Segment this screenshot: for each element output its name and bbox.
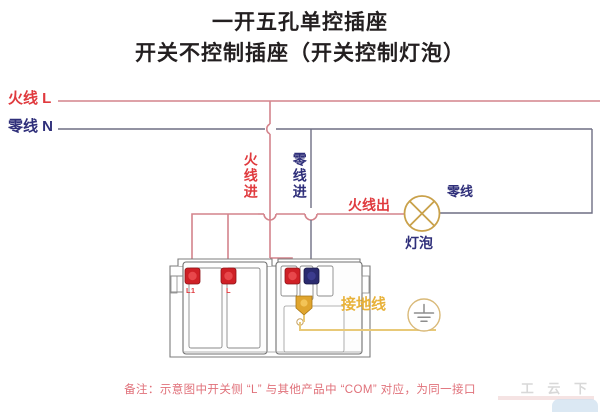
ground-wire xyxy=(299,322,436,331)
terminal-l-screw xyxy=(224,271,233,281)
terminal-socket-neutral-screw xyxy=(307,271,316,281)
label-neutral-in: 零线进 xyxy=(291,152,308,200)
terminal-switch-l1 xyxy=(184,267,201,285)
label-neutral-line: 零线 N xyxy=(8,118,54,135)
label-lamp: 灯泡 xyxy=(405,235,433,251)
label-live-line: 火线 L xyxy=(8,90,52,107)
ground-symbol-lines xyxy=(413,303,435,322)
terminal-socket-live-screw xyxy=(288,271,297,281)
terminal-switch-l xyxy=(220,267,237,285)
live-neutral-crossover-hop xyxy=(266,123,271,135)
live-branch-to-switch-l1 xyxy=(191,213,258,262)
lamp-x-circle-icon xyxy=(403,195,441,232)
terminal-l1-screw xyxy=(188,271,197,281)
earth-ground-icon xyxy=(407,298,441,332)
terminal-label-l: L xyxy=(226,286,231,295)
switch-rocker-left xyxy=(188,267,223,349)
terminal-ground-screw xyxy=(300,299,308,307)
switch-rocker-right xyxy=(226,267,261,349)
terminal-socket-ground xyxy=(295,295,313,316)
device-right-screw-slot xyxy=(361,275,370,294)
label-live-in: 火线进 xyxy=(242,152,259,200)
watermark-logo-shape xyxy=(552,399,598,412)
switch-socket-device xyxy=(169,258,371,358)
lamp-x-cross xyxy=(408,200,436,227)
footer-note: 备注：示意图中开关侧 “L” 与其他产品中 “COM” 对应，为同一接口 xyxy=(124,384,476,396)
label-neutral-return: 零线 xyxy=(447,184,474,199)
watermark-text: 工 云 下 xyxy=(520,381,592,396)
ground-symbol-circle xyxy=(407,298,441,332)
neutral-return-to-lamp xyxy=(440,129,593,214)
watermark-bar xyxy=(498,396,594,400)
label-ground: 接地线 xyxy=(341,296,387,313)
terminal-socket-live xyxy=(284,267,301,285)
device-left-screw-slot xyxy=(170,275,178,294)
live-bus-hop-at-neutral-drop xyxy=(304,213,318,221)
label-live-out: 火线出 xyxy=(348,197,390,213)
terminal-label-l1: L1 xyxy=(186,286,196,295)
terminal-socket-neutral xyxy=(303,267,320,285)
